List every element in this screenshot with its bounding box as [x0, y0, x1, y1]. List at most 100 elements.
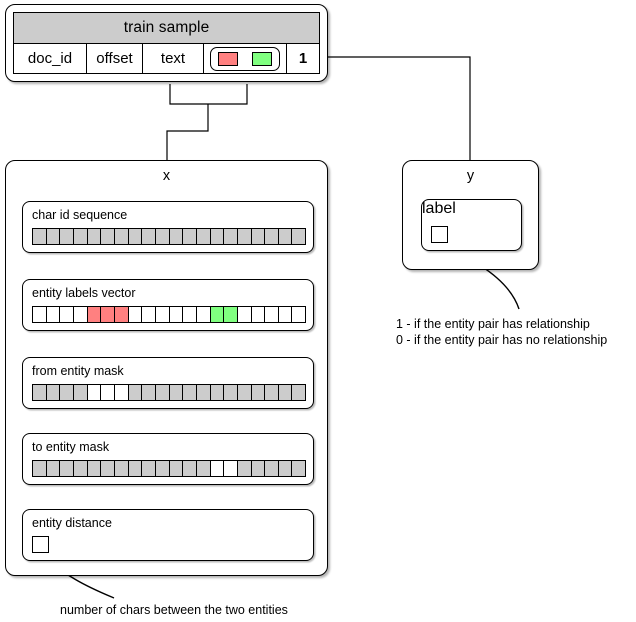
feature-entity-distance: entity distance	[22, 509, 314, 561]
x-features-card: x char id sequence entity labels vector …	[5, 160, 328, 576]
vector-cell	[278, 385, 293, 400]
feature-char-id-sequence: char id sequence	[22, 201, 314, 253]
wire-train-to-y	[328, 56, 471, 160]
vector-cell	[224, 461, 238, 476]
vector-cell	[101, 307, 115, 322]
train-sample-title: train sample	[14, 13, 319, 44]
vector-cell	[114, 229, 129, 244]
vector-cell	[46, 307, 61, 322]
vector-cell	[169, 229, 184, 244]
vector-cell	[278, 307, 293, 322]
feature-label: label	[421, 199, 522, 251]
entity-pair-box	[210, 46, 280, 71]
vector-cell	[251, 229, 266, 244]
vector-cell	[196, 385, 211, 400]
vector-cell	[237, 461, 252, 476]
wire-train-to-x	[169, 84, 248, 105]
vector-cell	[128, 461, 143, 476]
vector-cell	[183, 385, 197, 400]
vector-cell	[142, 307, 156, 322]
feature-to-entity-mask: to entity mask	[22, 433, 314, 485]
train-sample-card: train sample doc_id offset text 1	[5, 4, 328, 82]
vector-cell	[33, 461, 47, 476]
feature-label-entity-distance: entity distance	[32, 516, 112, 530]
vector-cell	[183, 229, 197, 244]
vector-cell	[292, 385, 306, 400]
vector-char-id-sequence	[32, 228, 306, 245]
vector-cell	[292, 307, 306, 322]
vector-cell	[155, 307, 170, 322]
label-annotation-line2: 0 - if the entity pair has no relationsh…	[396, 333, 608, 347]
column-header-offset: offset	[87, 44, 143, 73]
feature-label-from-entity-mask: from entity mask	[32, 364, 124, 378]
vector-cell	[60, 461, 74, 476]
vector-cell	[73, 385, 88, 400]
vector-cell	[155, 461, 170, 476]
vector-cell	[183, 461, 197, 476]
vector-cell	[33, 307, 47, 322]
vector-cell	[169, 385, 184, 400]
scalar-label	[431, 226, 448, 243]
vector-cell	[278, 229, 293, 244]
wire-x-stem	[166, 104, 209, 160]
vector-cell	[155, 385, 170, 400]
vector-cell	[46, 461, 61, 476]
vector-cell	[292, 229, 306, 244]
scalar-entity-distance	[32, 536, 49, 553]
vector-cell	[87, 307, 102, 322]
vector-cell	[142, 461, 156, 476]
vector-cell	[169, 461, 184, 476]
vector-cell	[114, 307, 129, 322]
vector-cell	[33, 385, 47, 400]
feature-label-to-entity-mask: to entity mask	[32, 440, 110, 454]
y-title: y	[466, 168, 475, 184]
vector-cell	[265, 385, 279, 400]
vector-cell	[292, 461, 306, 476]
vector-cell	[251, 461, 266, 476]
vector-cell	[101, 385, 115, 400]
vector-cell	[87, 385, 102, 400]
vector-cell	[142, 385, 156, 400]
vector-cell	[251, 385, 266, 400]
feature-entity-labels-vector: entity labels vector	[22, 279, 314, 331]
x-title: x	[162, 168, 171, 184]
vector-cell	[251, 307, 266, 322]
vector-cell	[237, 229, 252, 244]
y-target-card: y label	[402, 160, 539, 270]
vector-cell	[265, 229, 279, 244]
feature-label-char-id-sequence: char id sequence	[32, 208, 128, 222]
vector-cell	[60, 307, 74, 322]
train-sample-header-row: doc_id offset text 1	[14, 44, 319, 73]
vector-cell	[46, 229, 61, 244]
train-sample-table: train sample doc_id offset text 1	[13, 12, 320, 74]
vector-cell	[101, 229, 115, 244]
feature-from-entity-mask: from entity mask	[22, 357, 314, 409]
vector-cell	[142, 229, 156, 244]
relationship-label-cell: 1	[298, 50, 308, 67]
label-annotation: 1 - if the entity pair has relationship …	[396, 316, 607, 348]
vector-cell	[224, 307, 238, 322]
vector-cell	[128, 307, 143, 322]
vector-entity-labels-vector	[32, 306, 306, 323]
vector-cell	[60, 229, 74, 244]
vector-cell	[196, 461, 211, 476]
vector-cell	[87, 461, 102, 476]
vector-to-entity-mask	[32, 460, 306, 477]
vector-cell	[224, 385, 238, 400]
vector-cell	[60, 385, 74, 400]
vector-cell	[73, 461, 88, 476]
vector-cell	[237, 385, 252, 400]
vector-cell	[265, 307, 279, 322]
vector-cell	[210, 385, 225, 400]
to-entity-swatch	[252, 51, 272, 66]
vector-cell	[169, 307, 184, 322]
vector-cell	[210, 461, 225, 476]
vector-from-entity-mask	[32, 384, 306, 401]
vector-cell	[87, 229, 102, 244]
vector-cell	[73, 307, 88, 322]
vector-cell	[46, 385, 61, 400]
vector-cell	[237, 307, 252, 322]
vector-cell	[33, 229, 47, 244]
entity-pair-cell	[204, 44, 287, 73]
